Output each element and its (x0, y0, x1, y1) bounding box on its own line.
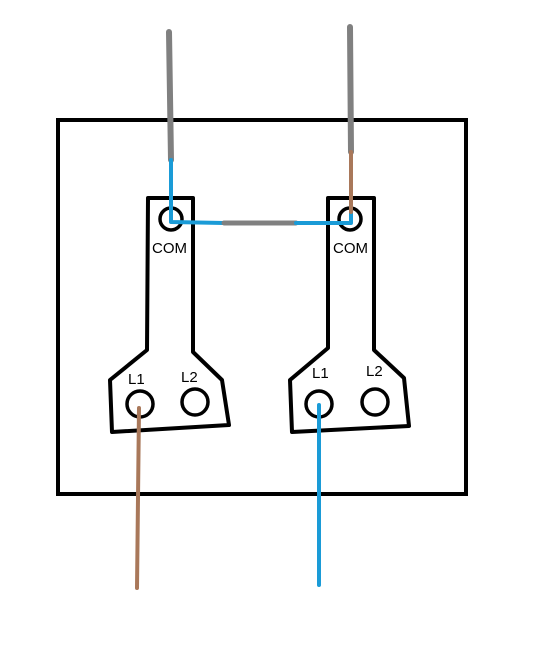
left-switch-body (108, 196, 231, 434)
right-l2-label: L2 (366, 363, 383, 380)
left-l2-label: L2 (181, 369, 198, 386)
switch-back-box (56, 118, 468, 496)
left-l2-terminal (180, 387, 210, 417)
left-com-label: COM (152, 240, 187, 257)
left-l1-wire-brown (135, 406, 141, 590)
right-com-label: COM (333, 240, 368, 257)
left-com-wire-blue (169, 158, 226, 225)
right-l2-terminal (360, 387, 390, 417)
right-cable-sleeve (347, 24, 354, 155)
right-switch-body (288, 196, 411, 434)
right-l1-label: L1 (312, 365, 329, 382)
left-l1-label: L1 (128, 371, 145, 388)
left-cable-sleeve (166, 29, 174, 163)
